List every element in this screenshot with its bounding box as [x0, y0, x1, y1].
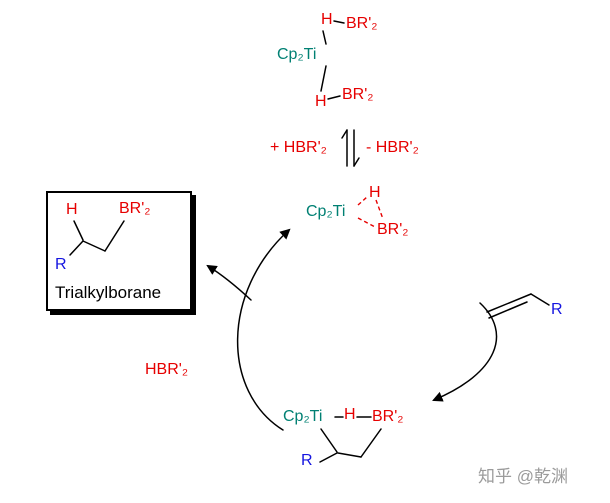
- sigma-complex-ti-label: Cp₂Ti: [306, 203, 346, 220]
- top-complex-br1-label: BR'₂: [346, 15, 378, 32]
- metallacycle-ti-label: Cp₂Ti: [283, 408, 323, 425]
- top-complex-bonds: [320, 20, 345, 100]
- metallacycle-h-label: H: [344, 406, 356, 423]
- sigma-complex-br-label: BR'₂: [377, 221, 409, 238]
- sigma-complex-h-label: H: [369, 184, 381, 201]
- equilibrium-reverse-label: - HBR'₂: [366, 139, 419, 156]
- top-complex-h2-label: H: [315, 93, 327, 110]
- metallacycle-br-label: BR'₂: [372, 408, 404, 425]
- cycle-arrow-left: [236, 228, 291, 431]
- alkene-bonds: [486, 293, 550, 319]
- product-caption: Trialkylborane: [55, 283, 162, 302]
- product-h-label: H: [66, 201, 78, 218]
- alkene-r-label: R: [551, 301, 563, 318]
- product-br-label: BR'₂: [119, 200, 151, 217]
- top-complex-h1-label: H: [321, 11, 333, 28]
- product-arrow: [206, 264, 252, 301]
- top-complex-br2-label: BR'₂: [342, 86, 374, 103]
- top-complex-ti-label: Cp₂Ti: [277, 46, 317, 63]
- product-r-label: R: [55, 256, 67, 273]
- reagent-hbr2-label: HBR'₂: [145, 361, 189, 378]
- equilibrium-arrows: [341, 129, 360, 167]
- watermark-text: 知乎 @乾渊: [478, 467, 568, 486]
- metallacycle-r-label: R: [301, 452, 313, 469]
- equilibrium-forward-label: + HBR'₂: [270, 139, 327, 156]
- cycle-arrow-right: [432, 302, 498, 402]
